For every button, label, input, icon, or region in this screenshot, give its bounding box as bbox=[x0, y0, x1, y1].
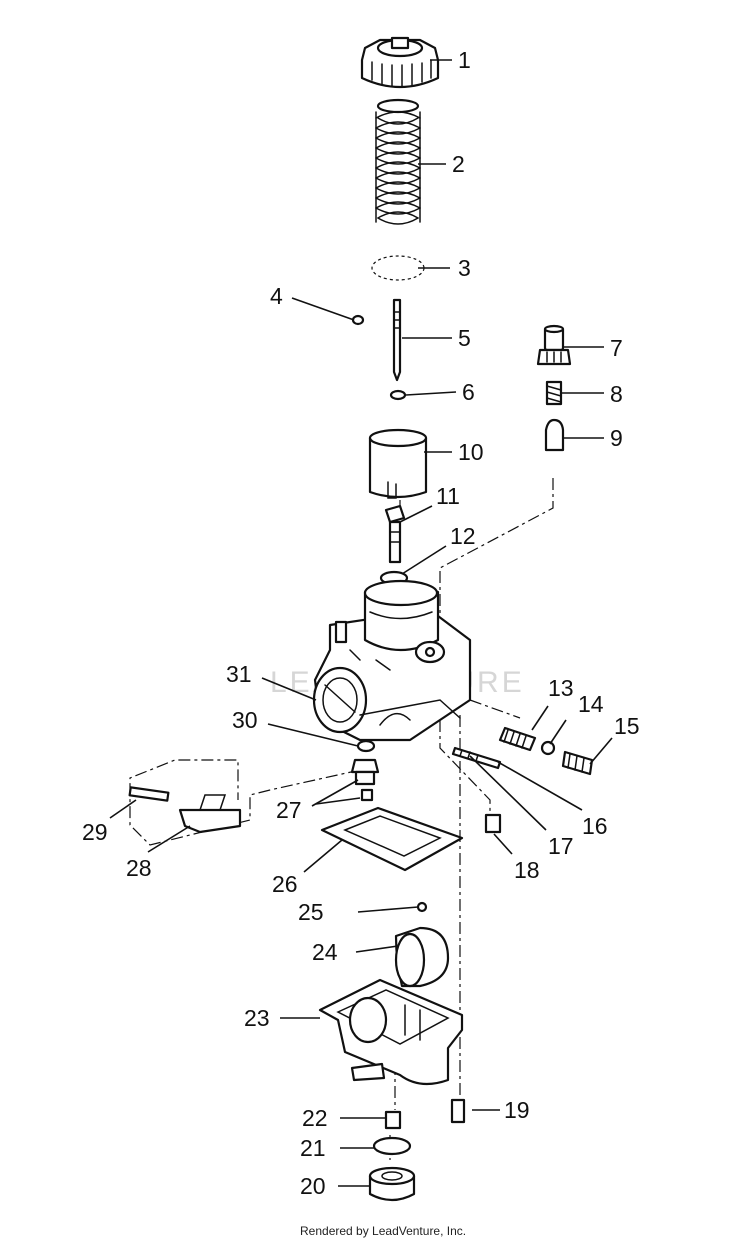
drain-jet bbox=[384, 1110, 402, 1130]
callout-16: 16 bbox=[582, 813, 608, 839]
jet-needle bbox=[392, 298, 402, 382]
callout-21: 21 bbox=[300, 1135, 326, 1161]
callout-22: 22 bbox=[302, 1105, 328, 1131]
drain-plug-o-ring bbox=[372, 1136, 412, 1156]
throttle-slide bbox=[368, 428, 428, 499]
callout-leader-lines bbox=[109, 59, 613, 1187]
callout-29: 29 bbox=[82, 819, 108, 845]
callout-28: 28 bbox=[126, 855, 152, 881]
callout-17: 17 bbox=[548, 833, 574, 859]
callout-7: 7 bbox=[610, 335, 623, 361]
float-bowl bbox=[318, 978, 464, 1086]
callout-13: 13 bbox=[548, 675, 574, 701]
carburetor-cap bbox=[360, 36, 440, 89]
callout-12: 12 bbox=[450, 523, 476, 549]
callout-9: 9 bbox=[610, 425, 623, 451]
float-bowl-screw bbox=[484, 813, 502, 834]
callout-25: 25 bbox=[298, 899, 324, 925]
callout-2: 2 bbox=[452, 151, 465, 177]
cap-gasket bbox=[371, 255, 425, 281]
callout-numbers: 1 2 3 4 5 6 7 8 9 10 11 12 13 14 15 16 1… bbox=[82, 47, 640, 1199]
main-jet-washer bbox=[356, 739, 376, 753]
pilot-screw-assembly bbox=[451, 726, 594, 776]
float-needle-valve bbox=[416, 901, 428, 913]
callout-18: 18 bbox=[514, 857, 540, 883]
starter-spring bbox=[545, 380, 563, 406]
callout-30: 30 bbox=[232, 707, 258, 733]
callout-15: 15 bbox=[614, 713, 640, 739]
carburetor-body bbox=[312, 579, 472, 742]
drain-screw bbox=[450, 1098, 466, 1124]
callout-11: 11 bbox=[436, 483, 460, 509]
callout-6: 6 bbox=[462, 379, 475, 405]
footer-credit: Rendered by LeadVenture, Inc. bbox=[300, 1224, 466, 1238]
callout-26: 26 bbox=[272, 871, 298, 897]
callout-4: 4 bbox=[270, 283, 283, 309]
callout-23: 23 bbox=[244, 1005, 270, 1031]
callout-19: 19 bbox=[504, 1097, 530, 1123]
callout-1: 1 bbox=[458, 47, 471, 73]
starter-plunger bbox=[544, 418, 565, 452]
float bbox=[394, 926, 450, 988]
callout-14: 14 bbox=[578, 691, 604, 717]
callout-5: 5 bbox=[458, 325, 471, 351]
throttle-spring bbox=[375, 98, 421, 225]
callout-3: 3 bbox=[458, 255, 471, 281]
main-jet-and-pilot-jet bbox=[350, 758, 380, 802]
drain-plug bbox=[368, 1166, 416, 1202]
needle-clip bbox=[351, 314, 365, 326]
starter-fitting bbox=[536, 324, 572, 366]
callout-10: 10 bbox=[458, 439, 484, 465]
lever-pin bbox=[128, 786, 170, 802]
callout-24: 24 bbox=[312, 939, 338, 965]
throttle-lever bbox=[178, 794, 242, 834]
callout-31: 31 bbox=[226, 661, 252, 687]
needle-washer bbox=[389, 389, 407, 401]
callout-27: 27 bbox=[276, 797, 302, 823]
callout-20: 20 bbox=[300, 1173, 326, 1199]
assembly-guide-lines bbox=[129, 478, 554, 1160]
float-bowl-gasket bbox=[320, 806, 464, 872]
callout-8: 8 bbox=[610, 381, 623, 407]
needle-jet bbox=[384, 504, 406, 564]
